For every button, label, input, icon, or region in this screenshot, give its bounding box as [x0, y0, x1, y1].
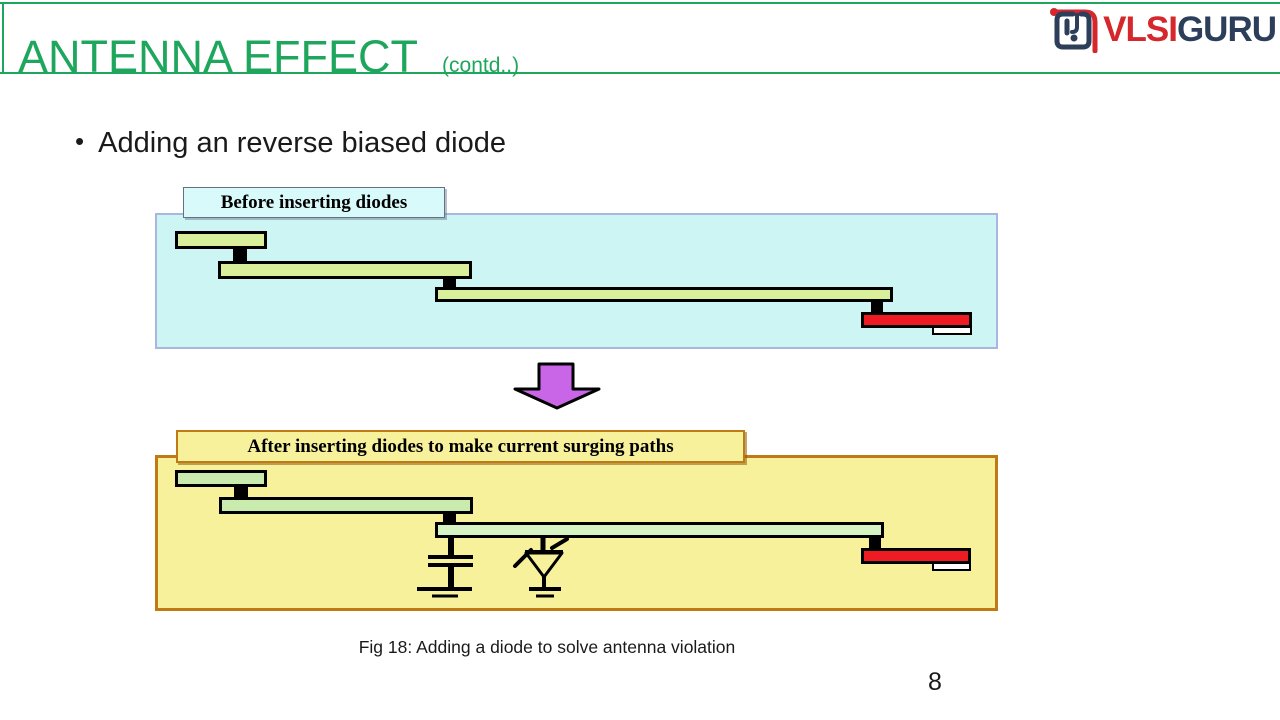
page-title: ANTENNA EFFECT (contd..) — [18, 34, 519, 79]
header-left-rule — [2, 2, 4, 73]
before-panel-label: Before inserting diodes — [183, 187, 445, 218]
gate-violation-bar — [861, 312, 972, 328]
brand-logo: VLSI GURU — [1047, 5, 1277, 53]
page-title-text: ANTENNA EFFECT — [18, 31, 419, 82]
after-panel-label-text: After inserting diodes to make current s… — [247, 435, 674, 457]
via — [443, 277, 456, 289]
before-panel — [155, 213, 998, 349]
via — [233, 247, 247, 263]
logo-text-secondary: GURU — [1176, 9, 1277, 49]
metal-bar — [218, 261, 472, 279]
block-down-arrow-icon — [513, 362, 601, 410]
via — [234, 485, 248, 499]
diode-symbol — [513, 537, 569, 598]
header-bottom-rule — [0, 72, 1280, 74]
metal-bar — [175, 470, 267, 487]
page-title-suffix: (contd..) — [442, 54, 520, 77]
via — [869, 536, 881, 550]
via — [443, 512, 456, 524]
figure-caption: Fig 18: Adding a diode to solve antenna … — [358, 637, 736, 657]
page-number: 8 — [928, 668, 942, 696]
metal-bar — [435, 522, 884, 538]
header-top-rule — [0, 2, 1280, 4]
gate-violation-bar — [861, 548, 971, 564]
bullet-item: • Adding an reverse biased diode — [75, 126, 506, 160]
logo-text-primary: VLSI — [1103, 9, 1178, 49]
after-panel-label: After inserting diodes to make current s… — [176, 430, 745, 463]
metal-bar — [219, 497, 473, 514]
bullet-marker: • — [75, 126, 85, 156]
vlsiguru-logo-icon — [1050, 8, 1098, 53]
metal-bar — [435, 287, 893, 302]
via — [871, 300, 883, 314]
bullet-text: Adding an reverse biased diode — [98, 127, 507, 159]
metal-bar — [175, 231, 267, 249]
before-panel-label-text: Before inserting diodes — [220, 191, 408, 213]
capacitor-symbol — [417, 536, 473, 598]
